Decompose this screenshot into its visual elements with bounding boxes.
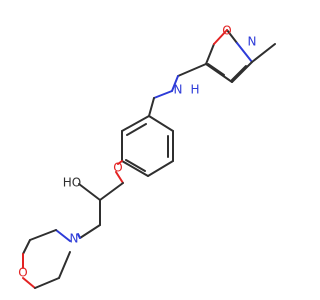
ether-oxygen-label: O (113, 161, 122, 175)
bond (58, 251, 71, 279)
bond (78, 183, 101, 201)
bond (55, 229, 71, 242)
bond (22, 277, 36, 289)
amine-nitrogen-label: N (174, 83, 183, 97)
bond (121, 160, 149, 177)
morpholine-nitrogen-label: N (70, 232, 79, 246)
bond (121, 115, 150, 132)
bond (251, 43, 276, 63)
molecule-canvas: O N N H O HO N O (18, 23, 276, 289)
bond (148, 115, 174, 132)
bond (236, 42, 253, 63)
bond (205, 43, 215, 65)
ring-oxygen-label: O (222, 24, 231, 38)
bond (147, 160, 174, 177)
bond (117, 160, 123, 165)
bond (226, 29, 238, 44)
bond (231, 61, 253, 83)
bond (77, 233, 81, 239)
bond (213, 29, 228, 45)
molecule-diagram: O N N H O HO N O (18, 24, 276, 289)
bond (153, 90, 173, 99)
bond (22, 239, 31, 255)
bond (34, 277, 60, 289)
bond (126, 123, 147, 136)
bond (99, 182, 124, 201)
hydroxyl-label: HO (63, 176, 81, 190)
bond (205, 63, 233, 83)
ring-nitrogen-label: N (248, 35, 257, 49)
bond (231, 65, 247, 81)
bond (148, 97, 155, 117)
bond (29, 229, 57, 241)
bond (207, 63, 225, 76)
bond (171, 75, 179, 92)
bond (177, 63, 207, 77)
bond (115, 171, 124, 184)
bond (125, 159, 146, 172)
amine-hydrogen-label: H (190, 83, 199, 97)
bond (79, 224, 101, 239)
morpholine-oxygen-label: O (18, 266, 27, 280)
